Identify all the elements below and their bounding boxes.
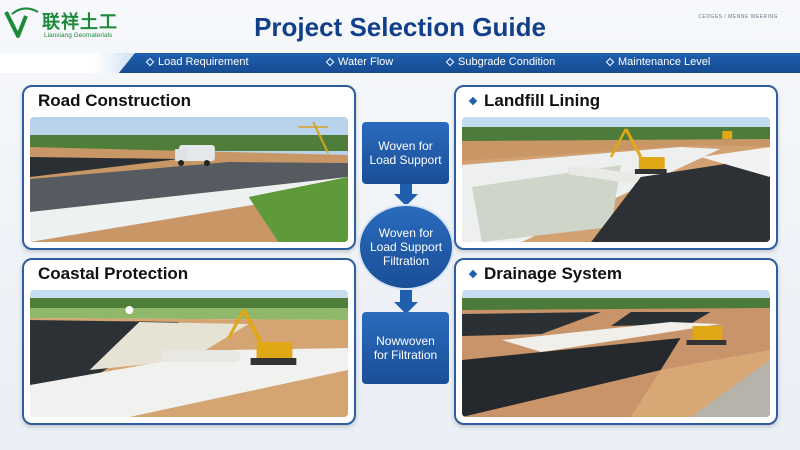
criteria-label: Water Flow — [338, 56, 394, 68]
flow-top-line1: Woven for — [378, 139, 433, 153]
criteria-item-load-requirement: Load Requirement — [145, 56, 249, 68]
flow-middle-line3: Filtration — [382, 254, 429, 268]
page-title: Project Selection Guide — [0, 12, 800, 43]
criteria-label: Subgrade Condition — [458, 56, 556, 68]
bullet-diamond-icon — [468, 96, 478, 106]
flow-oval-woven-filtration: Woven for Load Support Filtration — [358, 204, 454, 290]
flow-middle-line2: Load Support — [369, 240, 443, 254]
company-logo: 联祥土工 Lianxiang Geomaterials — [4, 4, 124, 48]
title-accent: Project — [254, 12, 343, 42]
criteria-item-water-flow: Water Flow — [325, 56, 394, 68]
landfill-lining-photo — [462, 117, 770, 242]
card-title-text: Landfill Lining — [484, 91, 601, 110]
criteria-item-subgrade-condition: Subgrade Condition — [445, 56, 556, 68]
coastal-protection-photo — [30, 290, 348, 417]
top-right-note: CEDGES / MENNE WEERING — [698, 14, 778, 20]
flow-bottom-line2: for Filtration — [373, 348, 438, 362]
criteria-item-maintenance-level: Maintenance Level — [605, 56, 711, 68]
diamond-icon — [325, 57, 335, 67]
card-coastal-protection: Coastal Protection — [22, 258, 356, 425]
card-title-text: Drainage System — [484, 264, 622, 283]
criteria-label: Load Requirement — [158, 56, 249, 68]
drainage-system-photo — [462, 290, 770, 417]
title-rest: Selection Guide — [342, 12, 546, 42]
flow-top-line2: Load Support — [369, 153, 442, 167]
card-title: Road Construction — [38, 91, 191, 110]
flow-middle-line1: Woven for — [378, 226, 434, 240]
diamond-icon — [445, 57, 455, 67]
card-road-construction: Road Construction — [22, 85, 356, 250]
card-title: Drainage System — [468, 264, 622, 284]
flow-box-nonwoven-filtration: Nowwoven for Filtration — [362, 312, 449, 384]
logo-mark-icon — [4, 7, 39, 38]
header: 联祥土工 Lianxiang Geomaterials Project Sele… — [0, 0, 800, 52]
card-landfill-lining: Landfill Lining — [454, 85, 778, 250]
logo-chinese-text: 联祥土工 — [42, 12, 118, 32]
flow-box-woven-load-support: Woven for Load Support — [362, 122, 449, 184]
road-construction-photo — [30, 117, 348, 242]
diamond-icon — [145, 57, 155, 67]
card-drainage-system: Drainage System — [454, 258, 778, 425]
card-title: Coastal Protection — [38, 264, 189, 283]
card-title: Landfill Lining — [468, 91, 601, 111]
bullet-diamond-icon — [468, 269, 478, 279]
criteria-label: Maintenance Level — [618, 56, 711, 68]
arrow-down-icon — [394, 290, 418, 314]
flow-bottom-line1: Nowwoven — [376, 334, 435, 348]
logo-english-text: Lianxiang Geomaterials — [44, 32, 113, 39]
criteria-bar: Load Requirement Water Flow Subgrade Con… — [0, 53, 800, 73]
arrow-down-icon — [394, 184, 418, 206]
diamond-icon — [605, 57, 615, 67]
